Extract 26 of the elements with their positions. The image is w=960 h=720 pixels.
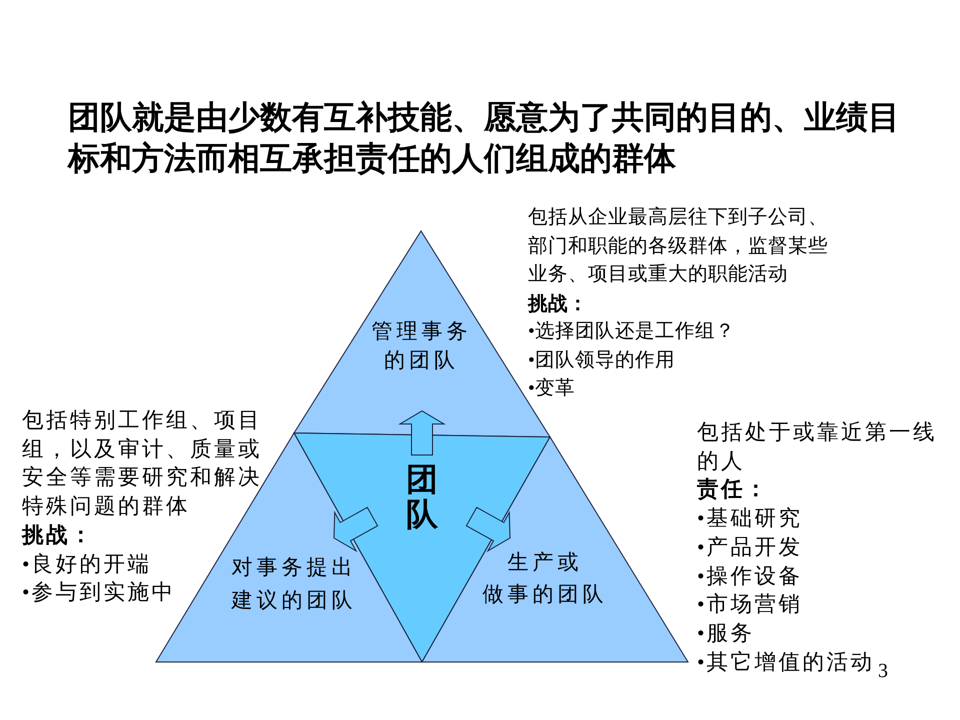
- bullet-item: •团队领导的作用: [528, 348, 675, 372]
- block-arrow: [398, 410, 446, 456]
- section-heading: 责任：: [697, 476, 769, 504]
- block-arrow: [466, 506, 510, 552]
- bullet-item: •产品开发: [697, 534, 803, 561]
- block-arrow: [334, 506, 378, 552]
- description-text: 包括特别工作组、项目组，以及审计、质量或安全等需要研究和解决特殊问题的群体: [22, 407, 263, 520]
- description-text: 包括从企业最高层往下到子公司、部门和职能的各级群体，监督某些业务、项目或重大的职能活动: [528, 206, 829, 287]
- bullet-item: •操作设备: [697, 562, 803, 590]
- bullet-item: •其它增值的活动: [697, 648, 875, 676]
- bullet-item: •变革: [528, 376, 575, 401]
- title: 团队就是由少数有互补技能、愿意为了共同的目的、业绩目标和方法而相互承担责任的人们组成的群体: [68, 98, 901, 178]
- bullet-item: •良好的开端: [22, 550, 152, 578]
- bullet-item: •选择团队还是工作组？: [528, 320, 735, 344]
- section-label: 对事务提出建议的团队: [231, 554, 357, 614]
- section-label: 生产或做事的团队: [482, 549, 608, 608]
- description-text: 包括处于或靠近第一线的人: [697, 419, 938, 475]
- bullet-item: •市场营销: [697, 591, 803, 618]
- bullet-item: •服务: [697, 620, 755, 647]
- page-number: 3: [878, 660, 888, 682]
- section-heading: 挑战：: [528, 292, 588, 316]
- bullet-item: •基础研究: [697, 505, 803, 532]
- section-label: 管理事务的团队: [371, 318, 472, 374]
- section-heading: 挑战：: [22, 522, 94, 549]
- bullet-item: •参与到实施中: [22, 579, 176, 606]
- center-label: 团队: [406, 462, 438, 532]
